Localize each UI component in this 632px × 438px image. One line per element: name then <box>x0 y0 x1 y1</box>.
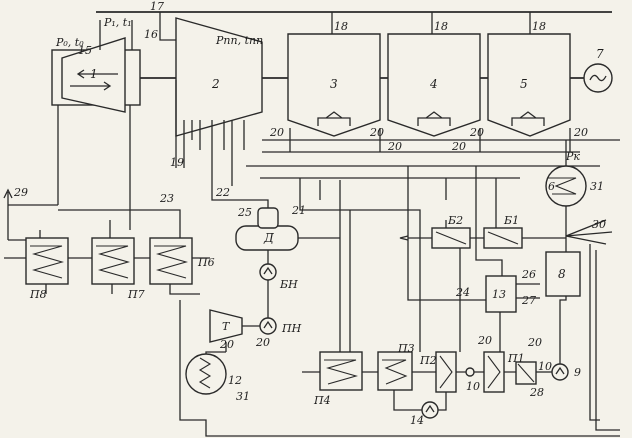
hp-cylinder-1: 1 <box>51 37 141 113</box>
label-c28: 28 <box>529 386 544 399</box>
label-turbine-t: Т <box>222 320 231 333</box>
feed-pump: ПН <box>259 317 302 335</box>
label-c21: 21 <box>291 204 306 217</box>
label-p6: П6 <box>197 256 215 269</box>
label-c7: 7 <box>596 47 604 61</box>
label-c16: 16 <box>144 28 158 41</box>
label-c15: 15 <box>78 44 92 57</box>
label-c5: 5 <box>520 77 528 91</box>
label-c20h: 20 <box>477 334 492 347</box>
label-c17: 17 <box>150 0 164 13</box>
label-pn: ПН <box>281 322 302 335</box>
label-c2: 2 <box>211 77 220 91</box>
drive-turbine: Т <box>209 309 243 343</box>
label-p4: П4 <box>313 394 331 407</box>
label-p0-t0: P₀, t₀ <box>55 36 84 49</box>
block-13: 13 26 27 24 <box>455 268 536 313</box>
drain-pump-14: 14 <box>410 401 439 427</box>
lp-cylinder-4: 4 <box>387 33 481 137</box>
label-c20d: 20 <box>451 140 466 153</box>
label-c31b: 31 <box>236 390 250 403</box>
heater-p2: П2 <box>419 351 457 393</box>
label-pk: Pк <box>565 150 580 163</box>
label-c19: 19 <box>170 156 184 169</box>
label-c18b: 18 <box>434 20 448 33</box>
label-c24: 24 <box>455 286 470 299</box>
label-c29: 29 <box>13 186 28 199</box>
generator-7: 7 <box>583 47 613 93</box>
label-c20c: 20 <box>387 140 402 153</box>
condenser-6: 6 31 Pк <box>545 150 604 207</box>
label-c20a: 20 <box>269 126 284 139</box>
heater-b1: Б1 <box>483 214 523 249</box>
condenser-12: 12 31 <box>185 353 250 403</box>
label-c22: 22 <box>215 186 230 199</box>
label-c20g: 20 <box>255 336 270 349</box>
booster-pump: БН <box>259 263 298 291</box>
heater-b2: Б2 <box>431 214 471 249</box>
label-ppp: Pпп, tпп <box>215 34 263 47</box>
label-c20f: 20 <box>573 126 588 139</box>
label-c10b: 10 <box>466 380 480 393</box>
label-c1: 1 <box>90 67 98 81</box>
label-p2: П2 <box>419 354 437 367</box>
label-p3: П3 <box>397 342 415 355</box>
heater-p4: П4 <box>313 351 363 407</box>
label-c25: 25 <box>237 206 252 219</box>
label-p8: П8 <box>29 288 47 301</box>
label-bn: БН <box>279 278 298 291</box>
lp-cylinder-3: 3 <box>287 33 381 137</box>
label-c30: 30 <box>592 218 606 231</box>
label-c20i: 20 <box>527 336 542 349</box>
deaerator: Д 25 21 <box>235 204 306 251</box>
label-c9: 9 <box>574 366 581 379</box>
label-p1-t1: P₁, t₁ <box>103 16 132 29</box>
label-c18a: 18 <box>334 20 348 33</box>
label-c20e: 20 <box>469 126 484 139</box>
label-c31a: 31 <box>590 180 604 193</box>
label-c4: 4 <box>429 77 438 91</box>
label-p7: П7 <box>127 288 145 301</box>
label-c18c: 18 <box>532 20 546 33</box>
label-c3: 3 <box>330 77 338 91</box>
heater-p7: П7 <box>91 237 145 301</box>
label-c23: 23 <box>159 192 174 205</box>
block-8: 8 <box>545 251 581 297</box>
heater-p3: П3 <box>377 342 415 391</box>
label-c10a: 10 <box>538 360 552 373</box>
label-b2: Б2 <box>447 214 463 227</box>
lp-cylinder-5: 5 <box>487 33 571 137</box>
condensate-pump-9: 9 <box>551 363 581 381</box>
heater-p8: П8 <box>25 237 69 301</box>
label-c13: 13 <box>492 288 506 301</box>
label-c27: 27 <box>521 294 536 307</box>
label-c20b: 20 <box>369 126 384 139</box>
label-c20j: 20 <box>219 338 234 351</box>
heater-p6: П6 <box>149 237 215 285</box>
label-c8: 8 <box>558 267 566 281</box>
label-c14: 14 <box>410 414 424 427</box>
label-deaerator: Д <box>263 231 274 245</box>
cooler-10: 10 10 28 <box>466 360 552 399</box>
label-b1: Б1 <box>503 214 519 227</box>
label-c6: 6 <box>548 180 555 193</box>
label-c12: 12 <box>228 374 242 387</box>
label-c26: 26 <box>521 268 536 281</box>
